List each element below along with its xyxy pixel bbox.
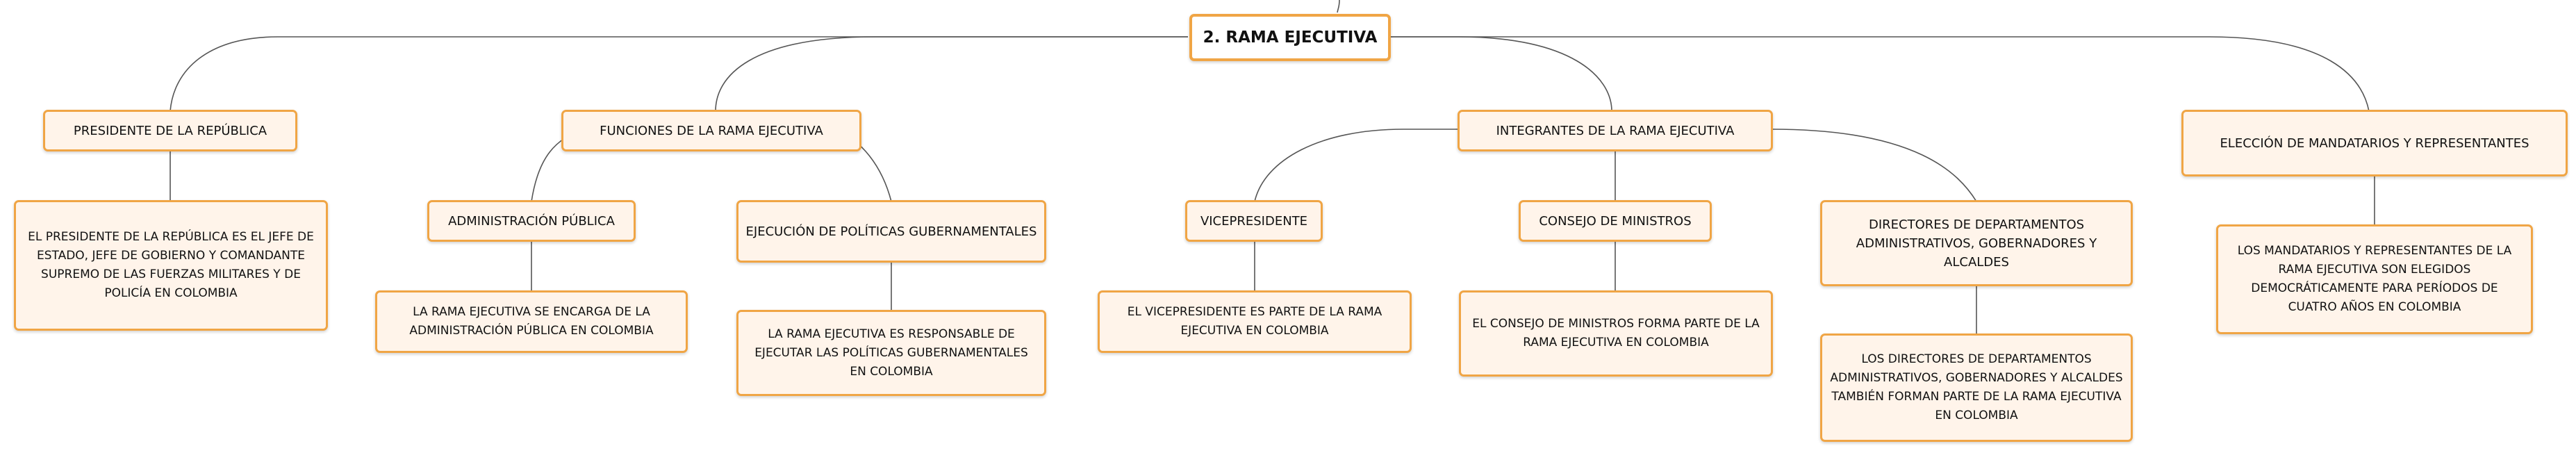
directores-detail-node[interactable]: LOS DIRECTORES DE DEPARTAMENTOS ADMINIST… <box>1820 333 2133 442</box>
directores-detail-text: LOS DIRECTORES DE DEPARTAMENTOS ADMINIST… <box>1830 352 2123 422</box>
directores-label: DIRECTORES DE DEPARTAMENTOS ADMINISTRATI… <box>1856 217 2097 270</box>
root-node[interactable]: 2. RAMA EJECUTIVA <box>1189 14 1391 61</box>
ejecucion-label: EJECUCIÓN DE POLÍTICAS GUBERNAMENTALES <box>745 224 1037 239</box>
consejo-label: CONSEJO DE MINISTROS <box>1539 213 1692 229</box>
ejecucion-detail-node[interactable]: LA RAMA EJECUTIVA ES RESPONSABLE DE EJEC… <box>736 310 1046 396</box>
funciones-node[interactable]: FUNCIONES DE LA RAMA EJECUTIVA <box>561 110 861 151</box>
integrantes-node[interactable]: INTEGRANTES DE LA RAMA EJECUTIVA <box>1458 110 1773 151</box>
presidente-detail-text: EL PRESIDENTE DE LA REPÚBLICA ES EL JEFE… <box>28 230 314 300</box>
consejo-detail-text: EL CONSEJO DE MINISTROS FORMA PARTE DE L… <box>1472 317 1760 349</box>
connector-root-parent <box>1337 0 1340 13</box>
consejo-detail-node[interactable]: EL CONSEJO DE MINISTROS FORMA PARTE DE L… <box>1459 290 1773 377</box>
connector-root-integrantes <box>1382 36 1612 112</box>
funciones-label: FUNCIONES DE LA RAMA EJECUTIVA <box>600 123 823 138</box>
vicepresidente-detail-text: EL VICEPRESIDENTE ES PARTE DE LA RAMA EJ… <box>1127 305 1382 338</box>
vicepresidente-detail-node[interactable]: EL VICEPRESIDENTE ES PARTE DE LA RAMA EJ… <box>1098 290 1412 353</box>
administracion-label: ADMINISTRACIÓN PÚBLICA <box>448 213 615 229</box>
connector-integrantes-directores <box>1771 129 1977 202</box>
eleccion-node[interactable]: ELECCIÓN DE MANDATARIOS Y REPRESENTANTES <box>2181 110 2568 176</box>
eleccion-detail-node[interactable]: LOS MANDATARIOS Y REPRESENTANTES DE LA R… <box>2216 224 2533 334</box>
ejecucion-detail-text: LA RAMA EJECUTIVA ES RESPONSABLE DE EJEC… <box>754 327 1028 379</box>
eleccion-detail-text: LOS MANDATARIOS Y REPRESENTANTES DE LA R… <box>2237 244 2512 314</box>
connector-integrantes-vicepresidente <box>1254 129 1459 202</box>
presidente-label: PRESIDENTE DE LA REPÚBLICA <box>73 123 267 138</box>
eleccion-label: ELECCIÓN DE MANDATARIOS Y REPRESENTANTES <box>2220 135 2529 151</box>
administracion-node[interactable]: ADMINISTRACIÓN PÚBLICA <box>427 200 636 242</box>
directores-node[interactable]: DIRECTORES DE DEPARTAMENTOS ADMINISTRATI… <box>1820 200 2133 286</box>
ejecucion-node[interactable]: EJECUCIÓN DE POLÍTICAS GUBERNAMENTALES <box>736 200 1046 263</box>
presidente-detail-node[interactable]: EL PRESIDENTE DE LA REPÚBLICA ES EL JEFE… <box>14 200 328 331</box>
connector-root-eleccion <box>1382 36 2370 112</box>
integrantes-label: INTEGRANTES DE LA RAMA EJECUTIVA <box>1496 123 1735 138</box>
administracion-detail-node[interactable]: LA RAMA EJECUTIVA SE ENCARGA DE LA ADMIN… <box>375 290 688 353</box>
administracion-detail-text: LA RAMA EJECUTIVA SE ENCARGA DE LA ADMIN… <box>409 305 654 338</box>
vicepresidente-node[interactable]: VICEPRESIDENTE <box>1185 200 1323 242</box>
presidente-node[interactable]: PRESIDENTE DE LA REPÚBLICA <box>43 110 297 151</box>
connector-root-funciones <box>715 36 1188 112</box>
root-label: 2. RAMA EJECUTIVA <box>1203 28 1378 47</box>
vicepresidente-label: VICEPRESIDENTE <box>1200 213 1308 229</box>
consejo-node[interactable]: CONSEJO DE MINISTROS <box>1519 200 1712 242</box>
connector-root-presidente <box>170 36 1188 112</box>
